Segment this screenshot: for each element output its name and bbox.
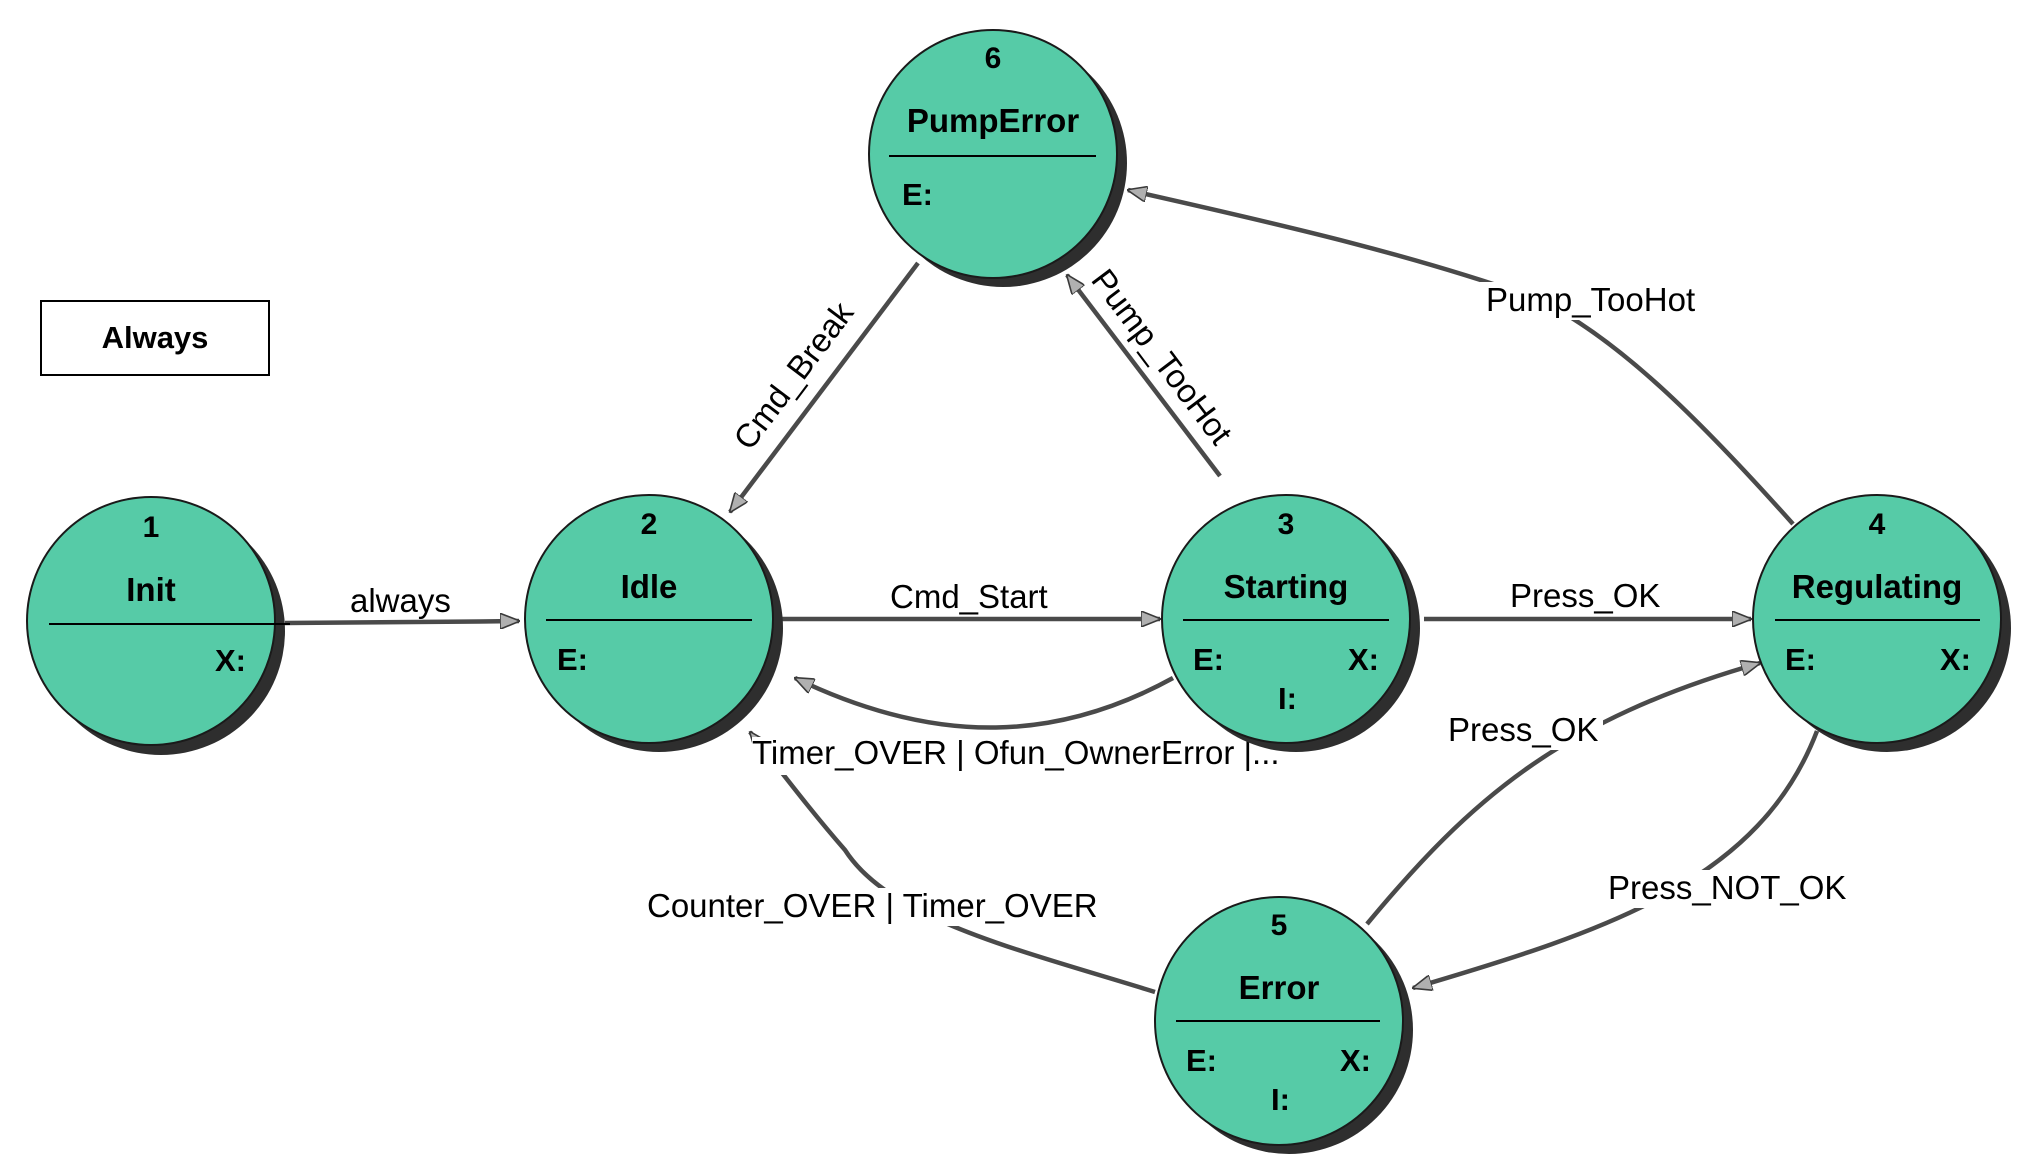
state-init-number: 1 (143, 511, 160, 544)
transition-regulating-pumperror[interactable] (1128, 190, 1795, 526)
label-regulating-pumperror: Pump_TooHot (1486, 281, 1695, 318)
transition-init-idle[interactable] (284, 621, 519, 623)
state-init-name: Init (126, 571, 175, 608)
state-regulating-name: Regulating (1792, 568, 1963, 605)
state-error-exit: X: (1340, 1043, 1371, 1078)
label-regulating-error: Press_NOT_OK (1608, 869, 1846, 906)
state-error-name: Error (1239, 969, 1320, 1006)
state-regulating-exit: X: (1940, 642, 1971, 677)
transition-error-regulating[interactable] (1365, 663, 1760, 926)
state-init[interactable]: 1 Init X: (26, 496, 290, 755)
always-box[interactable]: Always (40, 300, 270, 376)
transition-pumperror-idle[interactable] (730, 261, 920, 512)
state-pumperror-number: 6 (985, 42, 1002, 75)
state-error-number: 5 (1271, 909, 1288, 942)
state-idle-number: 2 (641, 508, 658, 541)
state-idle-name: Idle (621, 568, 678, 605)
label-starting-pumperror: Pump_TooHot (1084, 262, 1239, 451)
transition-error-idle[interactable] (750, 732, 1156, 995)
label-idle-starting: Cmd_Start (890, 578, 1048, 615)
state-starting-number: 3 (1278, 508, 1295, 541)
state-starting-name: Starting (1224, 568, 1349, 605)
state-regulating[interactable]: 4 Regulating E: X: (1752, 494, 2011, 752)
transition-starting-idle[interactable] (795, 675, 1175, 730)
state-init-exit: X: (215, 643, 246, 678)
always-box-label: Always (102, 320, 209, 355)
label-pumperror-idle: Cmd_Break (726, 294, 861, 456)
state-error-entry: E: (1186, 1043, 1217, 1078)
state-starting-internal: I: (1278, 681, 1297, 716)
state-starting-entry: E: (1193, 642, 1224, 677)
label-init-idle: always (350, 582, 451, 619)
label-error-idle: Counter_OVER | Timer_OVER (647, 887, 1098, 924)
state-pumperror-name: PumpError (907, 102, 1080, 139)
state-error[interactable]: 5 Error E: X: I: (1154, 896, 1413, 1154)
transition-starting-pumperror[interactable] (1067, 275, 1222, 478)
state-starting[interactable]: 3 Starting E: X: I: (1161, 494, 1420, 752)
label-starting-idle: Timer_OVER | Ofun_OwnerError |... (752, 734, 1280, 771)
label-starting-regulating: Press_OK (1510, 577, 1660, 614)
state-pumperror[interactable]: 6 PumpError E: (868, 29, 1127, 287)
state-error-internal: I: (1271, 1082, 1290, 1117)
state-idle-entry: E: (557, 642, 588, 677)
label-error-regulating: Press_OK (1448, 711, 1598, 748)
state-starting-exit: X: (1348, 642, 1379, 677)
state-regulating-entry: E: (1785, 642, 1816, 677)
transition-regulating-error[interactable] (1413, 730, 1820, 988)
state-regulating-number: 4 (1869, 508, 1886, 541)
state-idle[interactable]: 2 Idle E: (524, 494, 783, 752)
state-pumperror-entry: E: (902, 177, 933, 212)
